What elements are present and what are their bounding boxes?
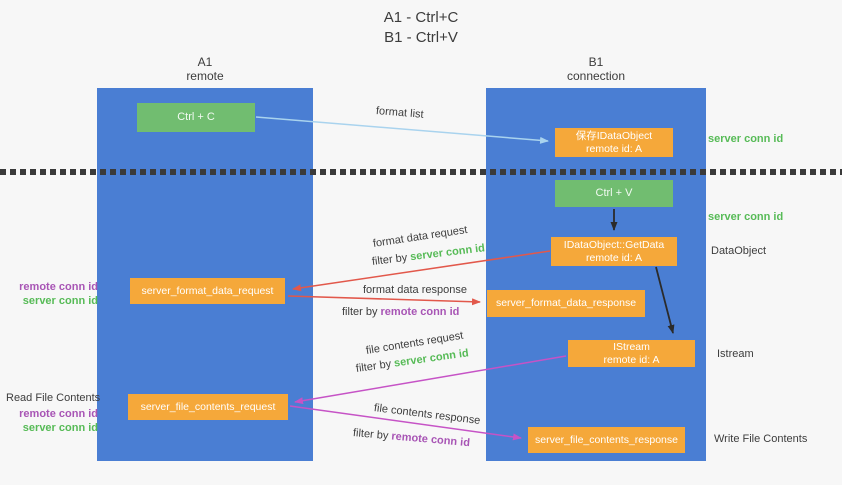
annotation-read-file-contents: Read File Contents xyxy=(6,392,101,404)
lane-a1-header: A1 remote xyxy=(97,55,313,83)
node-server-file-contents-request-label: server_file_contents_request xyxy=(140,400,276,413)
node-idataobject-getdata-line2: remote id: A xyxy=(585,251,643,264)
annotation-conn-ids-file: Read File Contents remote conn id server… xyxy=(6,391,101,435)
lane-b1-subtitle: connection xyxy=(566,69,626,83)
filter-by-text: filter by xyxy=(371,251,411,268)
label-file-contents-response: file contents response xyxy=(373,402,481,427)
annotation-server-conn-id: server conn id xyxy=(22,422,98,434)
filter-by-text: filter by xyxy=(342,306,381,318)
annotation-server-conn-id-top: server conn id xyxy=(708,133,784,145)
node-istream: IStream remote id: A xyxy=(568,340,695,367)
label-format-data-response: format data response xyxy=(363,284,467,296)
node-istream-line1: IStream xyxy=(613,340,650,353)
node-save-idataobject: 保存IDataObject remote id: A xyxy=(555,128,673,157)
annotation-dataobject: DataObject xyxy=(711,245,767,257)
node-ctrl-c-label: Ctrl + C xyxy=(177,111,215,123)
node-server-format-data-request-label: server_format_data_request xyxy=(141,284,274,297)
annotation-server-conn-id: server conn id xyxy=(22,295,98,307)
arrow-format-data-response xyxy=(287,295,481,306)
node-ctrl-c: Ctrl + C xyxy=(137,103,255,132)
node-ctrl-v-label: Ctrl + V xyxy=(595,187,633,199)
label-filter-by-remote-conn-id-2: filter by remote conn id xyxy=(352,427,470,449)
annotation-server-conn-id-mid: server conn id xyxy=(708,211,784,223)
title-line-1: A1 - Ctrl+C xyxy=(383,9,459,26)
annotation-write-file-contents: Write File Contents xyxy=(714,433,808,445)
node-server-file-contents-response: server_file_contents_response xyxy=(528,427,685,453)
remote-conn-id-text: remote conn id xyxy=(380,306,460,318)
node-server-format-data-request: server_format_data_request xyxy=(130,278,285,304)
diagram-title: A1 - Ctrl+C B1 - Ctrl+V xyxy=(0,8,842,48)
lane-a1-subtitle: remote xyxy=(186,69,224,83)
remote-conn-id-text: remote conn id xyxy=(390,430,471,450)
annotation-remote-conn-id: remote conn id xyxy=(19,281,98,293)
annotation-remote-conn-id: remote conn id xyxy=(19,408,98,420)
node-idataobject-getdata: IDataObject::GetData remote id: A xyxy=(551,237,677,266)
node-istream-line2: remote id: A xyxy=(603,353,660,366)
label-format-list: format list xyxy=(375,105,425,121)
node-save-idataobject-line2: remote id: A xyxy=(585,142,643,155)
node-ctrl-v: Ctrl + V xyxy=(555,180,673,207)
lane-a1-name: A1 xyxy=(197,55,213,69)
annotation-istream: Istream xyxy=(717,348,754,360)
annotation-conn-ids-format: remote conn id server conn id xyxy=(6,280,98,308)
node-server-file-contents-request: server_file_contents_request xyxy=(128,394,288,420)
title-line-2: B1 - Ctrl+V xyxy=(384,29,458,46)
node-server-format-data-response-label: server_format_data_response xyxy=(495,297,637,309)
node-server-file-contents-response-label: server_file_contents_response xyxy=(534,433,678,446)
node-save-idataobject-line1: 保存IDataObject xyxy=(575,129,653,142)
lane-b1-header: B1 connection xyxy=(486,55,706,83)
filter-by-text: filter by xyxy=(352,427,392,443)
label-filter-by-remote-conn-id-1: filter by remote conn id xyxy=(342,306,459,318)
node-idataobject-getdata-line1: IDataObject::GetData xyxy=(563,238,665,251)
lane-b1-name: B1 xyxy=(588,55,604,69)
filter-by-text: filter by xyxy=(355,357,395,375)
server-conn-id-text: server conn id xyxy=(409,242,486,264)
divider-dotted-line xyxy=(0,169,842,175)
node-server-format-data-response: server_format_data_response xyxy=(487,290,645,317)
